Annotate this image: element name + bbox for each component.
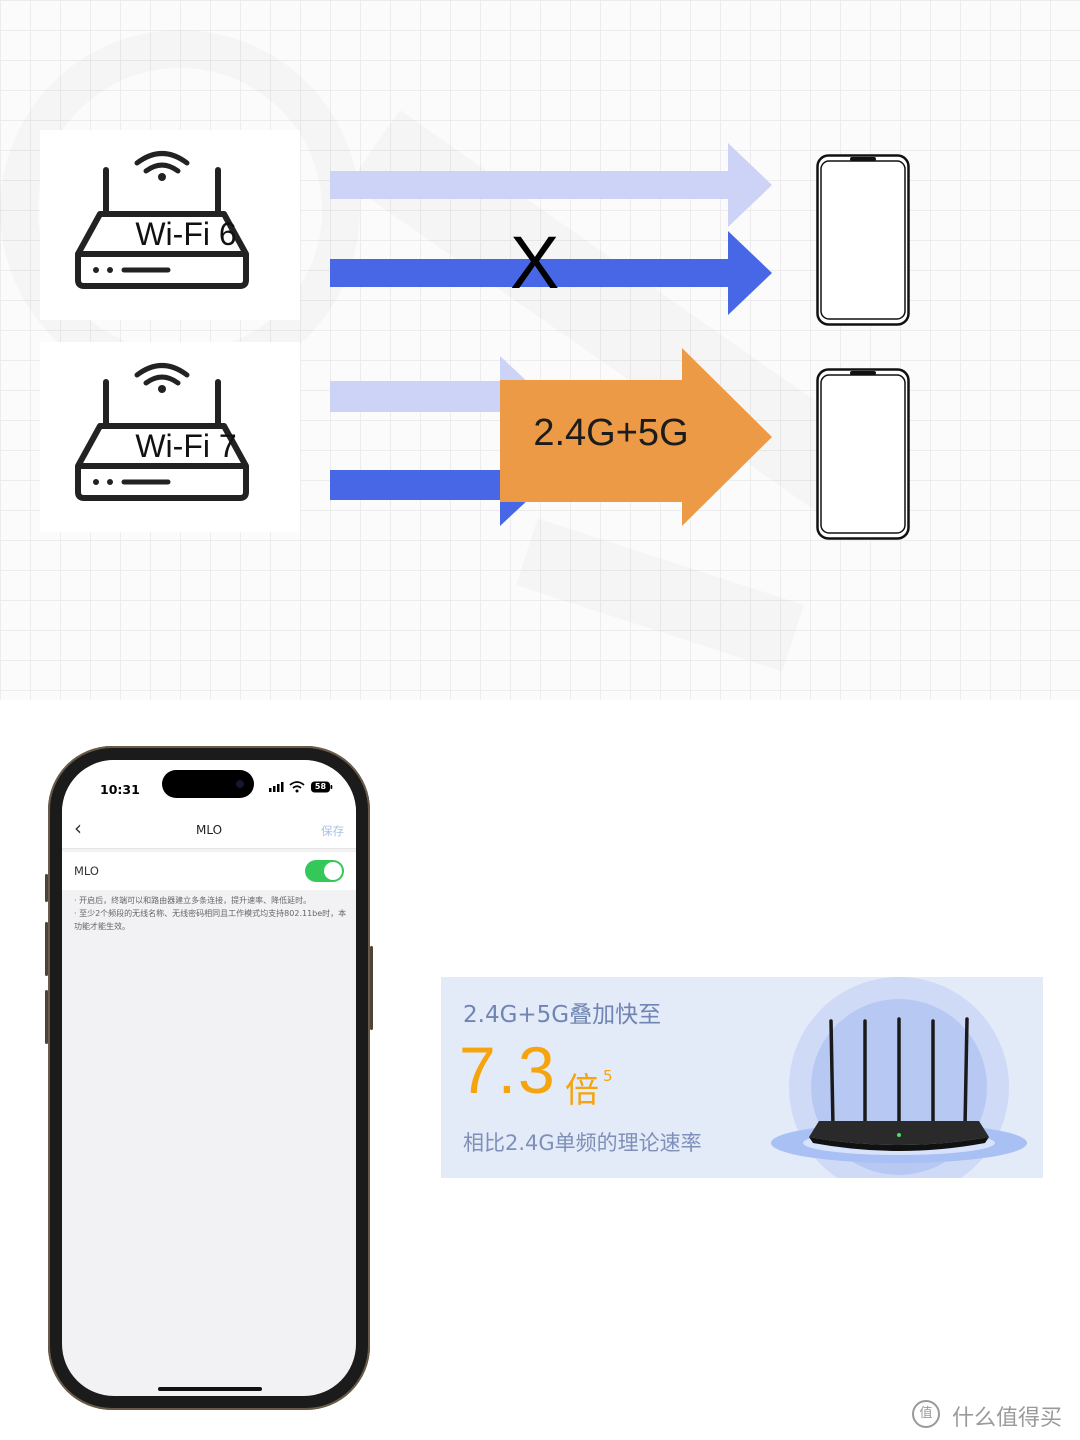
battery-level: 58 (314, 782, 327, 791)
status-bar: 10:31 58 (62, 760, 356, 810)
dark-band-arrow (330, 231, 772, 315)
watermark-text: 什么值得买 (952, 1406, 1063, 1431)
home-indicator[interactable] (158, 1387, 262, 1391)
background-watermark (516, 518, 804, 671)
mlo-diagram: Wi-Fi 6 Wi-Fi 7 X 2.4G+5G (0, 0, 1080, 700)
combined-band-label: 2.4G+5G (533, 412, 689, 454)
banner-headline: 2.4G+5G叠加快至 (463, 1002, 662, 1028)
router-icon (75, 363, 249, 501)
router-label: Wi-Fi 6 (135, 216, 237, 252)
page-title: MLO (195, 823, 223, 837)
note-line: · 至少2个频段的无线名称、无线密码相同且工作模式均支持802.11be时，本功… (74, 909, 347, 931)
wifi7-router: Wi-Fi 7 (40, 342, 300, 532)
speed-banner: 2.4G+5G叠加快至 7.3 倍 5 相比2.4G单频的理论速率 (441, 977, 1043, 1178)
save-button[interactable]: 保存 (321, 824, 344, 838)
status-icons (269, 781, 333, 793)
phone-side-button (45, 874, 48, 902)
camera-icon (236, 780, 244, 788)
chevron-left-icon[interactable]: ‹ (74, 816, 82, 840)
router-icon (75, 151, 249, 289)
nav-bar: ‹ MLO 保存 (62, 810, 356, 849)
status-time: 10:31 (100, 782, 140, 797)
phone-side-button (370, 946, 373, 1030)
blocked-mark: X (510, 221, 560, 304)
dark-band-arrow (330, 470, 530, 526)
dynamic-island (162, 770, 254, 798)
light-band-arrow (330, 143, 772, 227)
battery-icon (311, 781, 330, 793)
mlo-toggle[interactable] (305, 860, 344, 882)
banner-subtitle: 相比2.4G单频的理论速率 (463, 1131, 702, 1155)
logo-glyph: 值 (919, 1406, 933, 1421)
phone-side-button (45, 922, 48, 976)
wifi-icon (289, 781, 305, 786)
phone-side-button (45, 990, 48, 1044)
toggle-knob (324, 862, 342, 880)
smartphone-outline-icon (816, 154, 910, 326)
signal-icon (269, 788, 272, 792)
note-line: · 开启后，终端可以和路由器建立多条连接，提升速率、降低延时。 (74, 896, 312, 905)
smartphone-outline-icon (816, 368, 910, 540)
smzdm-logo-icon (912, 1400, 940, 1428)
phone-screen: 10:31 58 ‹ MLO 保存 MLO (62, 760, 356, 1396)
phone-mockup: 10:31 58 ‹ MLO 保存 MLO (45, 746, 373, 1410)
router-label: Wi-Fi 7 (135, 428, 237, 464)
mlo-setting-row: MLO (62, 852, 356, 890)
mlo-description: · 开启后，终端可以和路由器建立多条连接，提升速率、降低延时。 · 至少2个频段… (74, 894, 350, 933)
light-band-arrow (330, 356, 530, 412)
router-product-image (771, 977, 1027, 1178)
footnote-marker: 5 (603, 1067, 613, 1085)
combined-band-arrow (500, 348, 772, 526)
mlo-label: MLO (74, 864, 99, 878)
speed-multiplier: 7.3 (459, 1033, 557, 1107)
multiplier-unit: 倍 (565, 1071, 599, 1111)
wifi6-router: Wi-Fi 6 (40, 130, 300, 320)
